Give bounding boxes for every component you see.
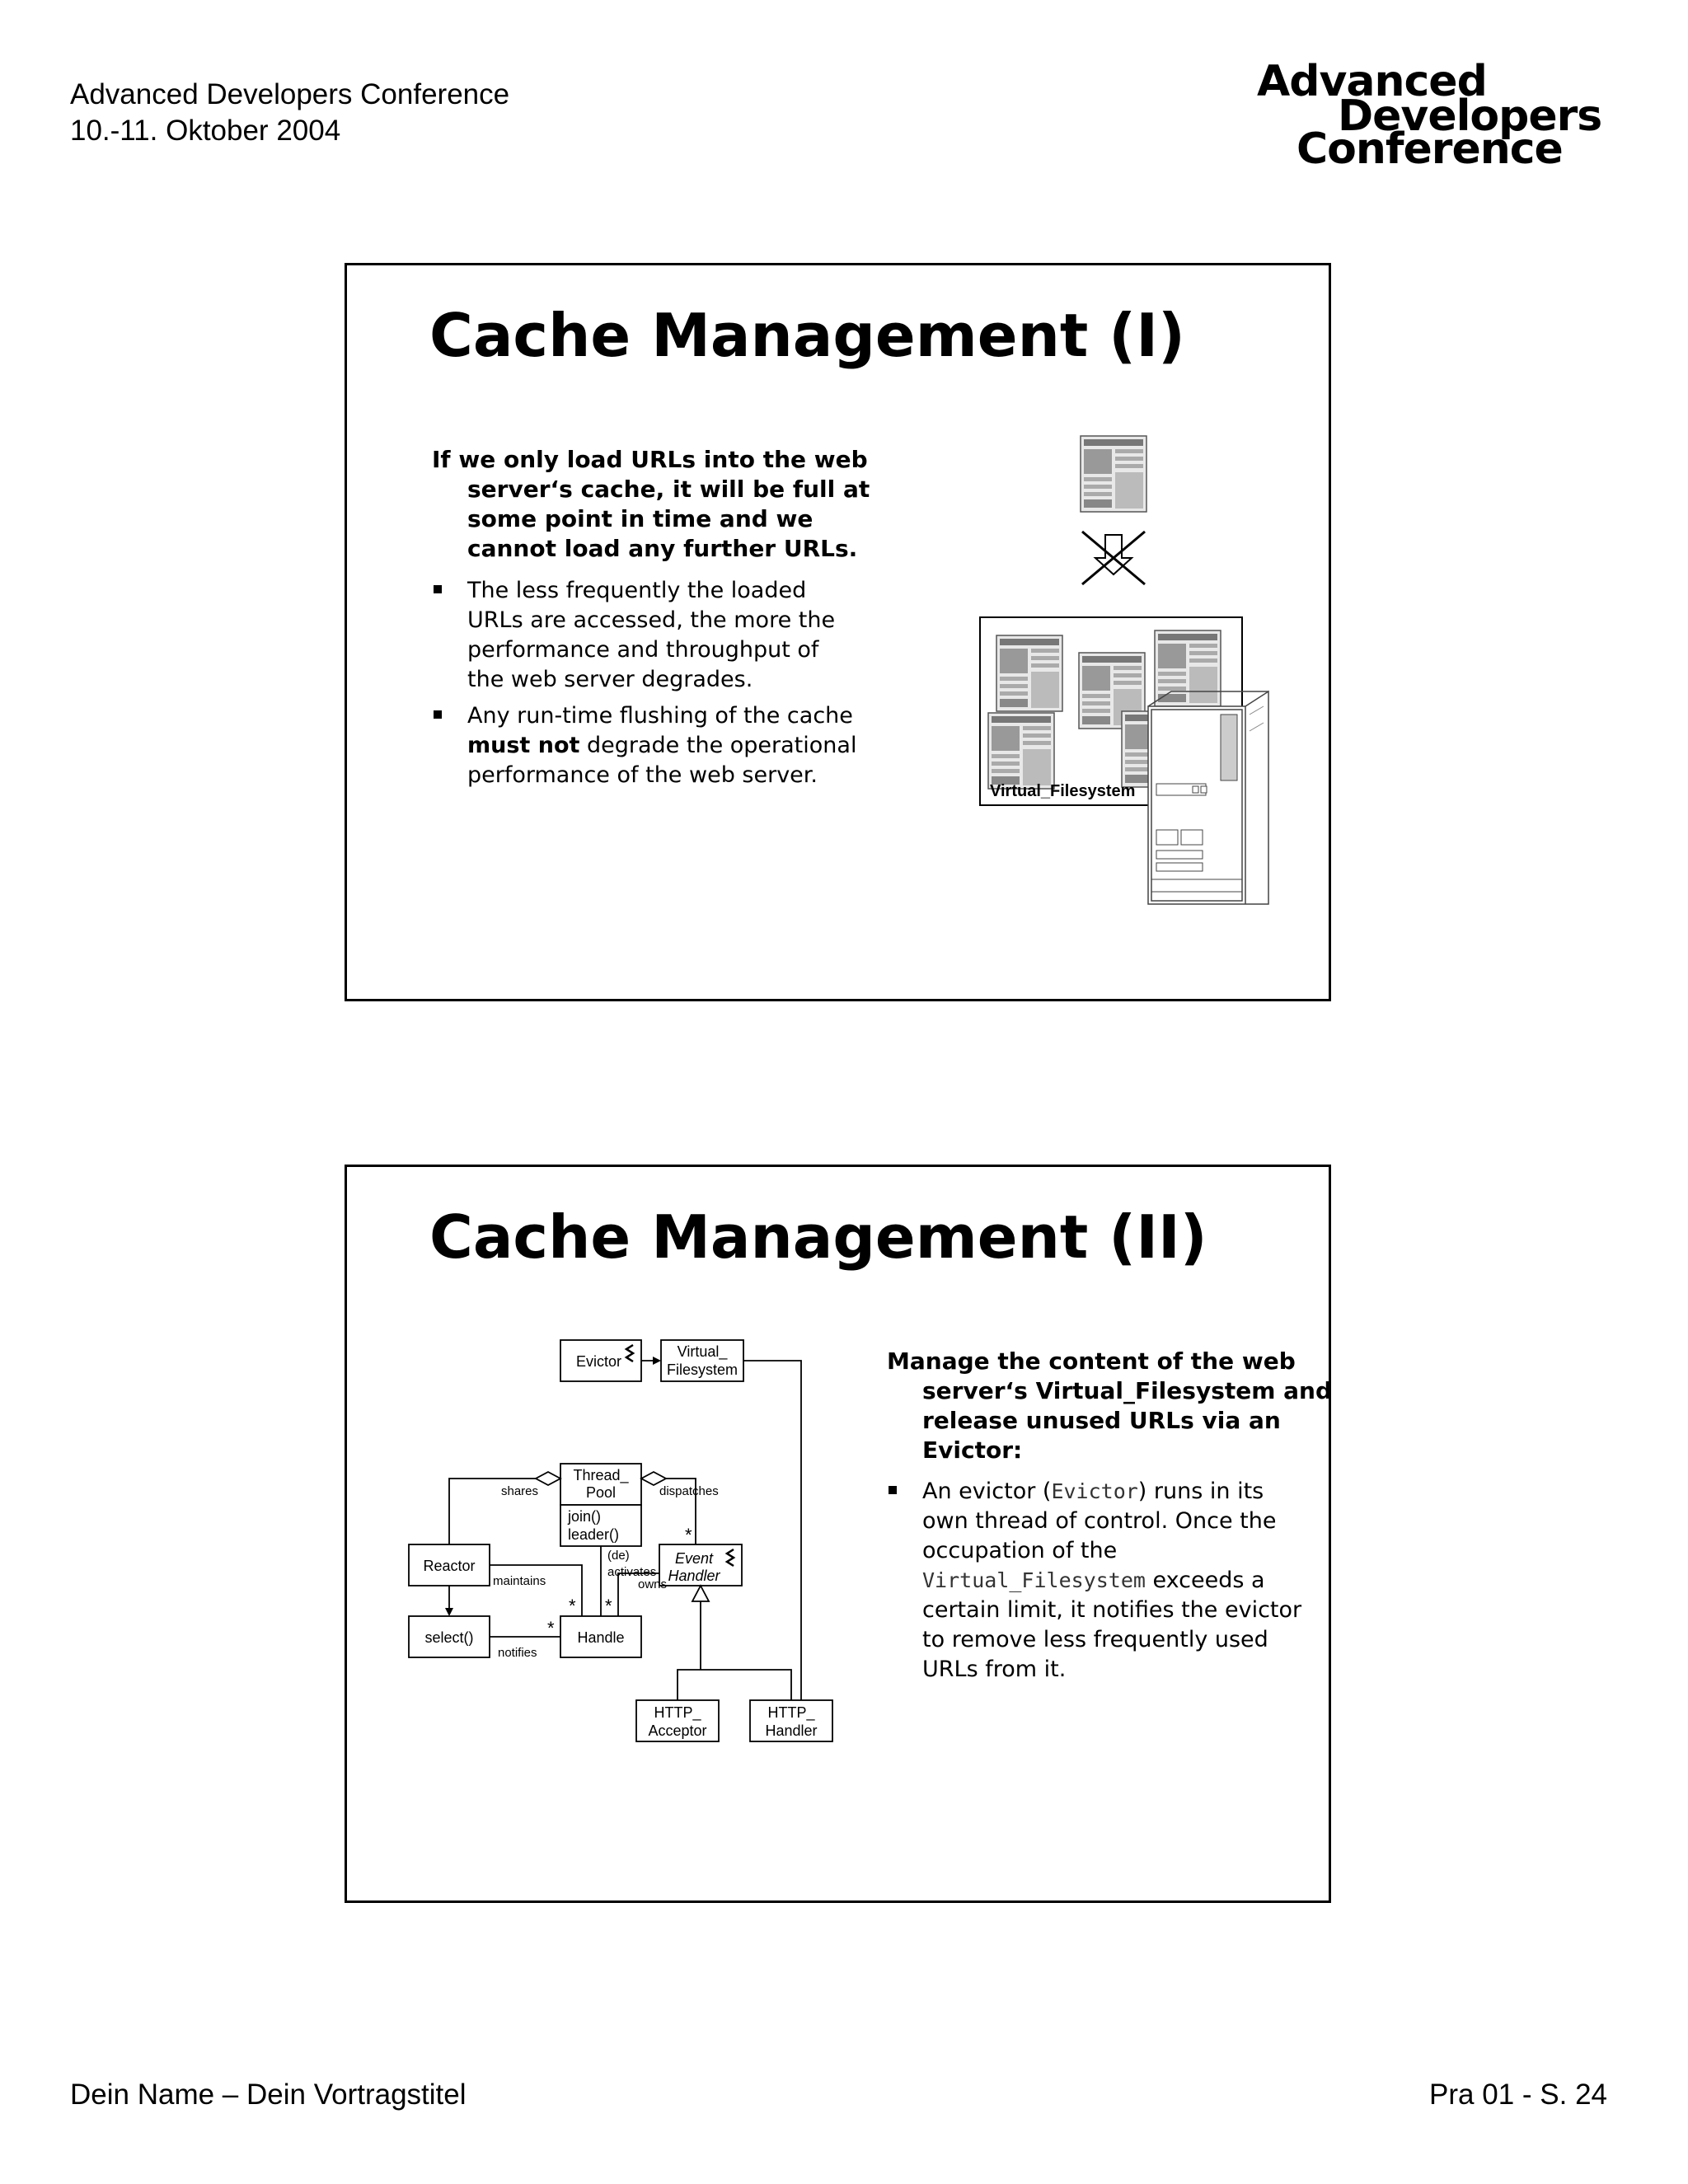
slide-cache-management-1: Cache Management (I) If we only load URL… (345, 263, 1331, 1001)
bullet-item: Any run-time flushing of the cache must … (432, 701, 860, 790)
conference-name: Advanced Developers Conference (70, 78, 510, 110)
aggregation-diamond (534, 1470, 562, 1487)
blocked-arrow-icon (1081, 530, 1146, 586)
slide-title: Cache Management (II) (429, 1202, 1207, 1272)
active-object-icon (624, 1343, 635, 1363)
web-page-icon (996, 635, 1063, 712)
uml-class-threadpool-line1: Thread_ (573, 1467, 629, 1484)
slide-lead-text: Manage the content of the web server‘s V… (887, 1347, 1348, 1465)
web-page-icon (987, 712, 1055, 790)
slide-cache-management-2: Cache Management (II) Manage the content… (345, 1165, 1332, 1903)
uml-class-handle: Handle (577, 1629, 624, 1646)
uml-class-select: select() (424, 1629, 473, 1646)
server-icon (1147, 690, 1269, 905)
uml-class-evictor: Evictor (576, 1353, 621, 1370)
uml-class-http-handler-line2: Handler (765, 1722, 817, 1739)
arrowhead (653, 1357, 661, 1365)
assoc-label-owns: owns (638, 1577, 667, 1591)
logo-line-1: Advanced (1257, 57, 1488, 106)
assoc-label-notifies: notifies (498, 1646, 537, 1660)
lead-line: server‘s cache, it will be full at (467, 476, 870, 503)
uml-class-http-handler-line1: HTTP_ (767, 1704, 815, 1722)
multiplicity-star: * (605, 1596, 612, 1616)
uml-class-event-handler-line2: Handler (668, 1568, 720, 1584)
multiplicity-star: * (547, 1618, 555, 1638)
conference-date: 10.-11. Oktober 2004 (70, 115, 341, 147)
logo-line-2: Developers (1338, 91, 1602, 141)
footer-speaker-title: Dein Name – Dein Vortragstitel (70, 2079, 467, 2111)
web-page-icon (1080, 435, 1147, 513)
slide-title: Cache Management (I) (429, 301, 1185, 370)
lead-line: Evictor: (922, 1436, 1023, 1464)
logo-line-3: Conference (1296, 124, 1564, 174)
uml-class-acceptor-line2: Acceptor (648, 1722, 706, 1739)
uml-class-vfs-line2: Filesystem (667, 1361, 738, 1378)
uml-class-threadpool-line2: Pool (586, 1484, 616, 1501)
generalization-triangle (691, 1584, 710, 1602)
virtual-filesystem-label: Virtual_Filesystem (990, 782, 1135, 800)
cache-figure: Virtual_Filesystem (979, 435, 1269, 905)
slide-lead-text: If we only load URLs into the web server… (432, 445, 893, 564)
assoc-label-shares: shares (501, 1484, 538, 1498)
aggregation-diamond (640, 1470, 668, 1487)
bullet-list: An evictor (Evictor) runs in its own thr… (887, 1477, 1307, 1691)
uml-class-acceptor-line1: HTTP_ (654, 1704, 701, 1722)
multiplicity-star: * (569, 1596, 576, 1616)
bullet-item: The less frequently the loaded URLs are … (432, 576, 860, 695)
footer-page-number: Pra 01 - S. 24 (1429, 2079, 1607, 2111)
lead-line: If we only load URLs into the web (432, 446, 868, 473)
lead-line: server‘s Virtual_Filesystem and (922, 1377, 1333, 1404)
uml-class-diagram: Evictor Virtual_ Filesystem Thread_ Pool… (408, 1339, 833, 1742)
lead-line: Manage the content of the web (887, 1347, 1296, 1375)
conference-logo: Advanced Developers Conference (1240, 57, 1636, 180)
uml-operation: join() (567, 1508, 601, 1525)
lead-line: some point in time and we (467, 505, 814, 532)
lead-line: release unused URLs via an (922, 1407, 1281, 1434)
uml-operation: leader() (568, 1526, 619, 1543)
web-page-icon (1154, 630, 1221, 707)
assoc-label-activates: activates (607, 1565, 656, 1579)
bullet-item: An evictor (Evictor) runs in its own thr… (887, 1477, 1307, 1685)
bullet-list: The less frequently the loaded URLs are … (432, 576, 860, 797)
uml-class-event-handler-line1: Event (675, 1550, 714, 1567)
assoc-label-maintains: maintains (493, 1574, 546, 1588)
arrowhead (445, 1608, 453, 1616)
uml-class-vfs-line1: Virtual_ (678, 1343, 729, 1361)
assoc-label-de: (de) (607, 1549, 630, 1563)
lead-line: cannot load any further URLs. (467, 535, 858, 562)
multiplicity-star: * (685, 1525, 692, 1545)
active-object-icon (724, 1548, 736, 1568)
assoc-label-dispatches: dispatches (659, 1484, 719, 1498)
uml-class-reactor: Reactor (423, 1558, 475, 1574)
